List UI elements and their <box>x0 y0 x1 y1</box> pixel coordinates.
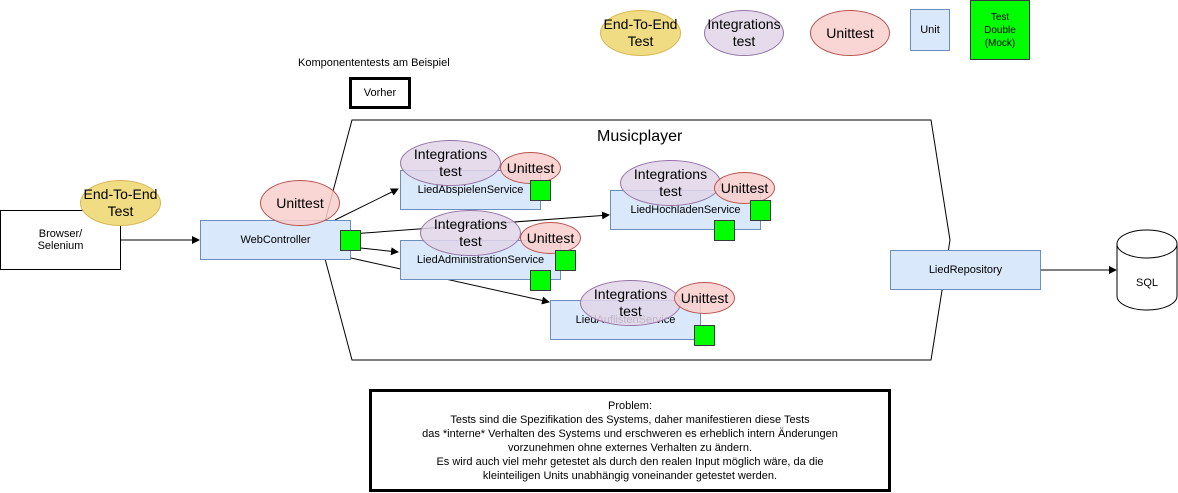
arrow-webcontroller-abspielen <box>334 188 399 221</box>
legend-test-double-mock: Test Double (Mock) <box>970 0 1030 60</box>
problem-statement-box: Problem: Tests sind die Spezifikation de… <box>369 389 891 492</box>
legend-unittest: Unittest <box>810 10 890 56</box>
lied-auflisten-integration-tag: Integrations test <box>580 280 681 326</box>
lied-auflisten-mock <box>694 325 715 346</box>
lied-abspielen-mock <box>530 180 551 201</box>
end-to-end-test-tag: End-To-End Test <box>80 180 161 226</box>
lied-auflisten-unittest-tag: Unittest <box>674 282 735 314</box>
diagram-caption: Komponententests am Beispiel <box>298 57 450 69</box>
legend-integration-test: Integrations test <box>704 10 784 56</box>
lied-hochladen-mock-2 <box>714 220 735 241</box>
lied-administration-mock-1 <box>555 250 576 271</box>
sql-label: SQL <box>1135 277 1158 289</box>
webcontroller-node: WebController <box>200 220 351 260</box>
legend-unit: Unit <box>910 9 950 51</box>
lied-hochladen-unittest-tag: Unittest <box>714 172 775 204</box>
lied-hochladen-mock-1 <box>750 200 771 221</box>
lied-administration-unittest-tag: Unittest <box>520 222 581 254</box>
system-title: Musicplayer <box>597 128 683 145</box>
lied-hochladen-integration-tag: Integrations test <box>620 160 721 206</box>
lied-administration-mock-2 <box>530 270 551 291</box>
lied-repository-node: LiedRepository <box>890 250 1041 290</box>
lied-abspielen-integration-tag: Integrations test <box>400 140 501 186</box>
lied-administration-integration-tag: Integrations test <box>420 210 521 256</box>
arrow-webcontroller-auflisten <box>350 257 550 305</box>
legend-end-to-end: End-To-End Test <box>600 10 681 56</box>
sql-database-icon <box>1116 229 1178 311</box>
webcontroller-mock <box>340 230 361 251</box>
webcontroller-unittest-tag: Unittest <box>260 180 340 226</box>
state-label-box: Vorher <box>349 77 411 109</box>
